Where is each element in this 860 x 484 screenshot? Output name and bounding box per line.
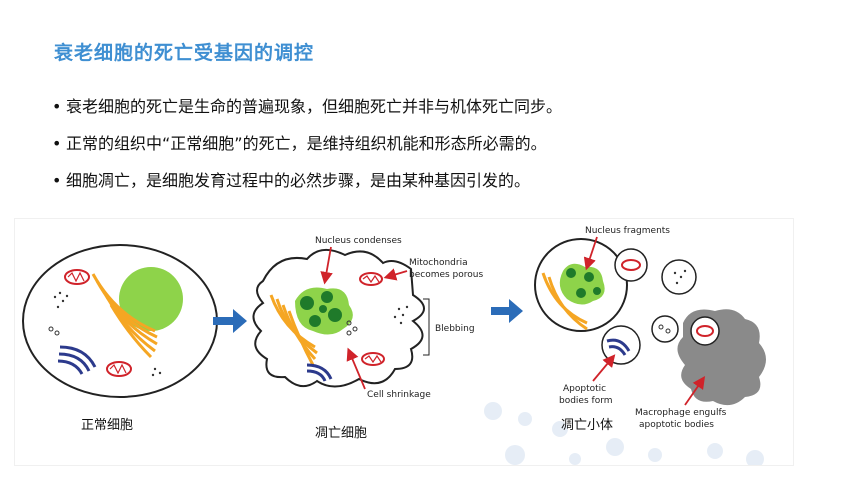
vesicle-body — [661, 259, 697, 295]
apoptosis-figure: Nucleus condenses Mitochondria becomes p… — [14, 218, 794, 468]
golgi — [269, 294, 318, 366]
label-macrophage-2: apoptotic bodies — [639, 420, 714, 430]
small-body — [651, 315, 679, 343]
label-nucleus-fragments: Nucleus fragments — [585, 226, 670, 236]
label-macrophage-1: Macrophage engulfs — [635, 408, 727, 418]
pointer-arrow — [684, 376, 706, 406]
pointer-arrow — [592, 354, 616, 382]
bullet-text: 正常的组织中“正常细胞”的死亡，是维持组织机能和形态所必需的。 — [66, 134, 547, 153]
golgi — [91, 273, 158, 359]
label-nucleus-condenses: Nucleus condenses — [315, 236, 402, 246]
bullet-item: •正常的组织中“正常细胞”的死亡，是维持组织机能和形态所必需的。 — [52, 133, 562, 170]
pointer-arrow — [346, 347, 366, 390]
er-body — [601, 325, 641, 365]
mitochondrion — [614, 248, 648, 282]
bullet-dot: • — [52, 134, 62, 153]
process-arrow — [491, 299, 523, 323]
mitochondrion — [359, 272, 383, 286]
process-arrow — [213, 309, 247, 333]
label-mito-1: Mitochondria — [409, 258, 468, 268]
nucleus — [119, 267, 183, 331]
apoptosis-diagram: Nucleus condenses Mitochondria becomes p… — [22, 226, 766, 468]
label-blebbing: Blebbing — [435, 324, 475, 334]
pointer-arrow — [383, 268, 408, 281]
bullet-item: •细胞凋亡，是细胞发育过程中的必然步骤，是由某种基因引发的。 — [52, 170, 562, 207]
bullet-dot: • — [52, 97, 62, 116]
golgi — [541, 272, 588, 331]
pointer-arrow — [320, 246, 333, 285]
bullet-dot: • — [52, 171, 62, 190]
blebbing-bracket — [423, 298, 430, 356]
caption-normal-cell: 正常细胞 — [81, 418, 133, 433]
bullet-text: 衰老细胞的死亡是生命的普遍现象，但细胞死亡并非与机体死亡同步。 — [66, 97, 563, 116]
apoptotic-bodies — [534, 238, 697, 365]
caption-apoptotic-cell: 凋亡细胞 — [315, 426, 367, 441]
bullet-item: •衰老细胞的死亡是生命的普遍现象，但细胞死亡并非与机体死亡同步。 — [52, 96, 562, 133]
pointer-arrow — [583, 236, 598, 271]
normal-cell — [22, 244, 218, 398]
label-cell-shrinkage: Cell shrinkage — [367, 390, 431, 400]
mitochondrion — [361, 352, 385, 366]
vesicles — [346, 305, 409, 336]
slide-title: 衰老细胞的死亡受基因的调控 — [54, 42, 315, 64]
label-apoptotic-2: bodies form — [559, 396, 613, 406]
macrophage — [677, 309, 766, 406]
bullet-list: •衰老细胞的死亡是生命的普遍现象，但细胞死亡并非与机体死亡同步。 •正常的组织中… — [52, 96, 562, 207]
apoptotic-cell — [252, 248, 425, 388]
bullet-text: 细胞凋亡，是细胞发育过程中的必然步骤，是由某种基因引发的。 — [66, 171, 531, 190]
mitochondrion — [64, 269, 90, 285]
endoplasmic-reticulum — [57, 345, 97, 375]
label-apoptotic-1: Apoptotic — [563, 384, 606, 394]
vesicles — [48, 291, 162, 377]
background-dots — [484, 402, 764, 468]
condensed-nucleus — [295, 287, 353, 335]
fragmented-nucleus — [559, 263, 605, 305]
mitochondrion — [106, 361, 132, 377]
caption-apoptotic-body: 凋亡小体 — [561, 418, 613, 433]
endoplasmic-reticulum — [306, 363, 333, 382]
label-mito-2: becomes porous — [409, 270, 483, 280]
